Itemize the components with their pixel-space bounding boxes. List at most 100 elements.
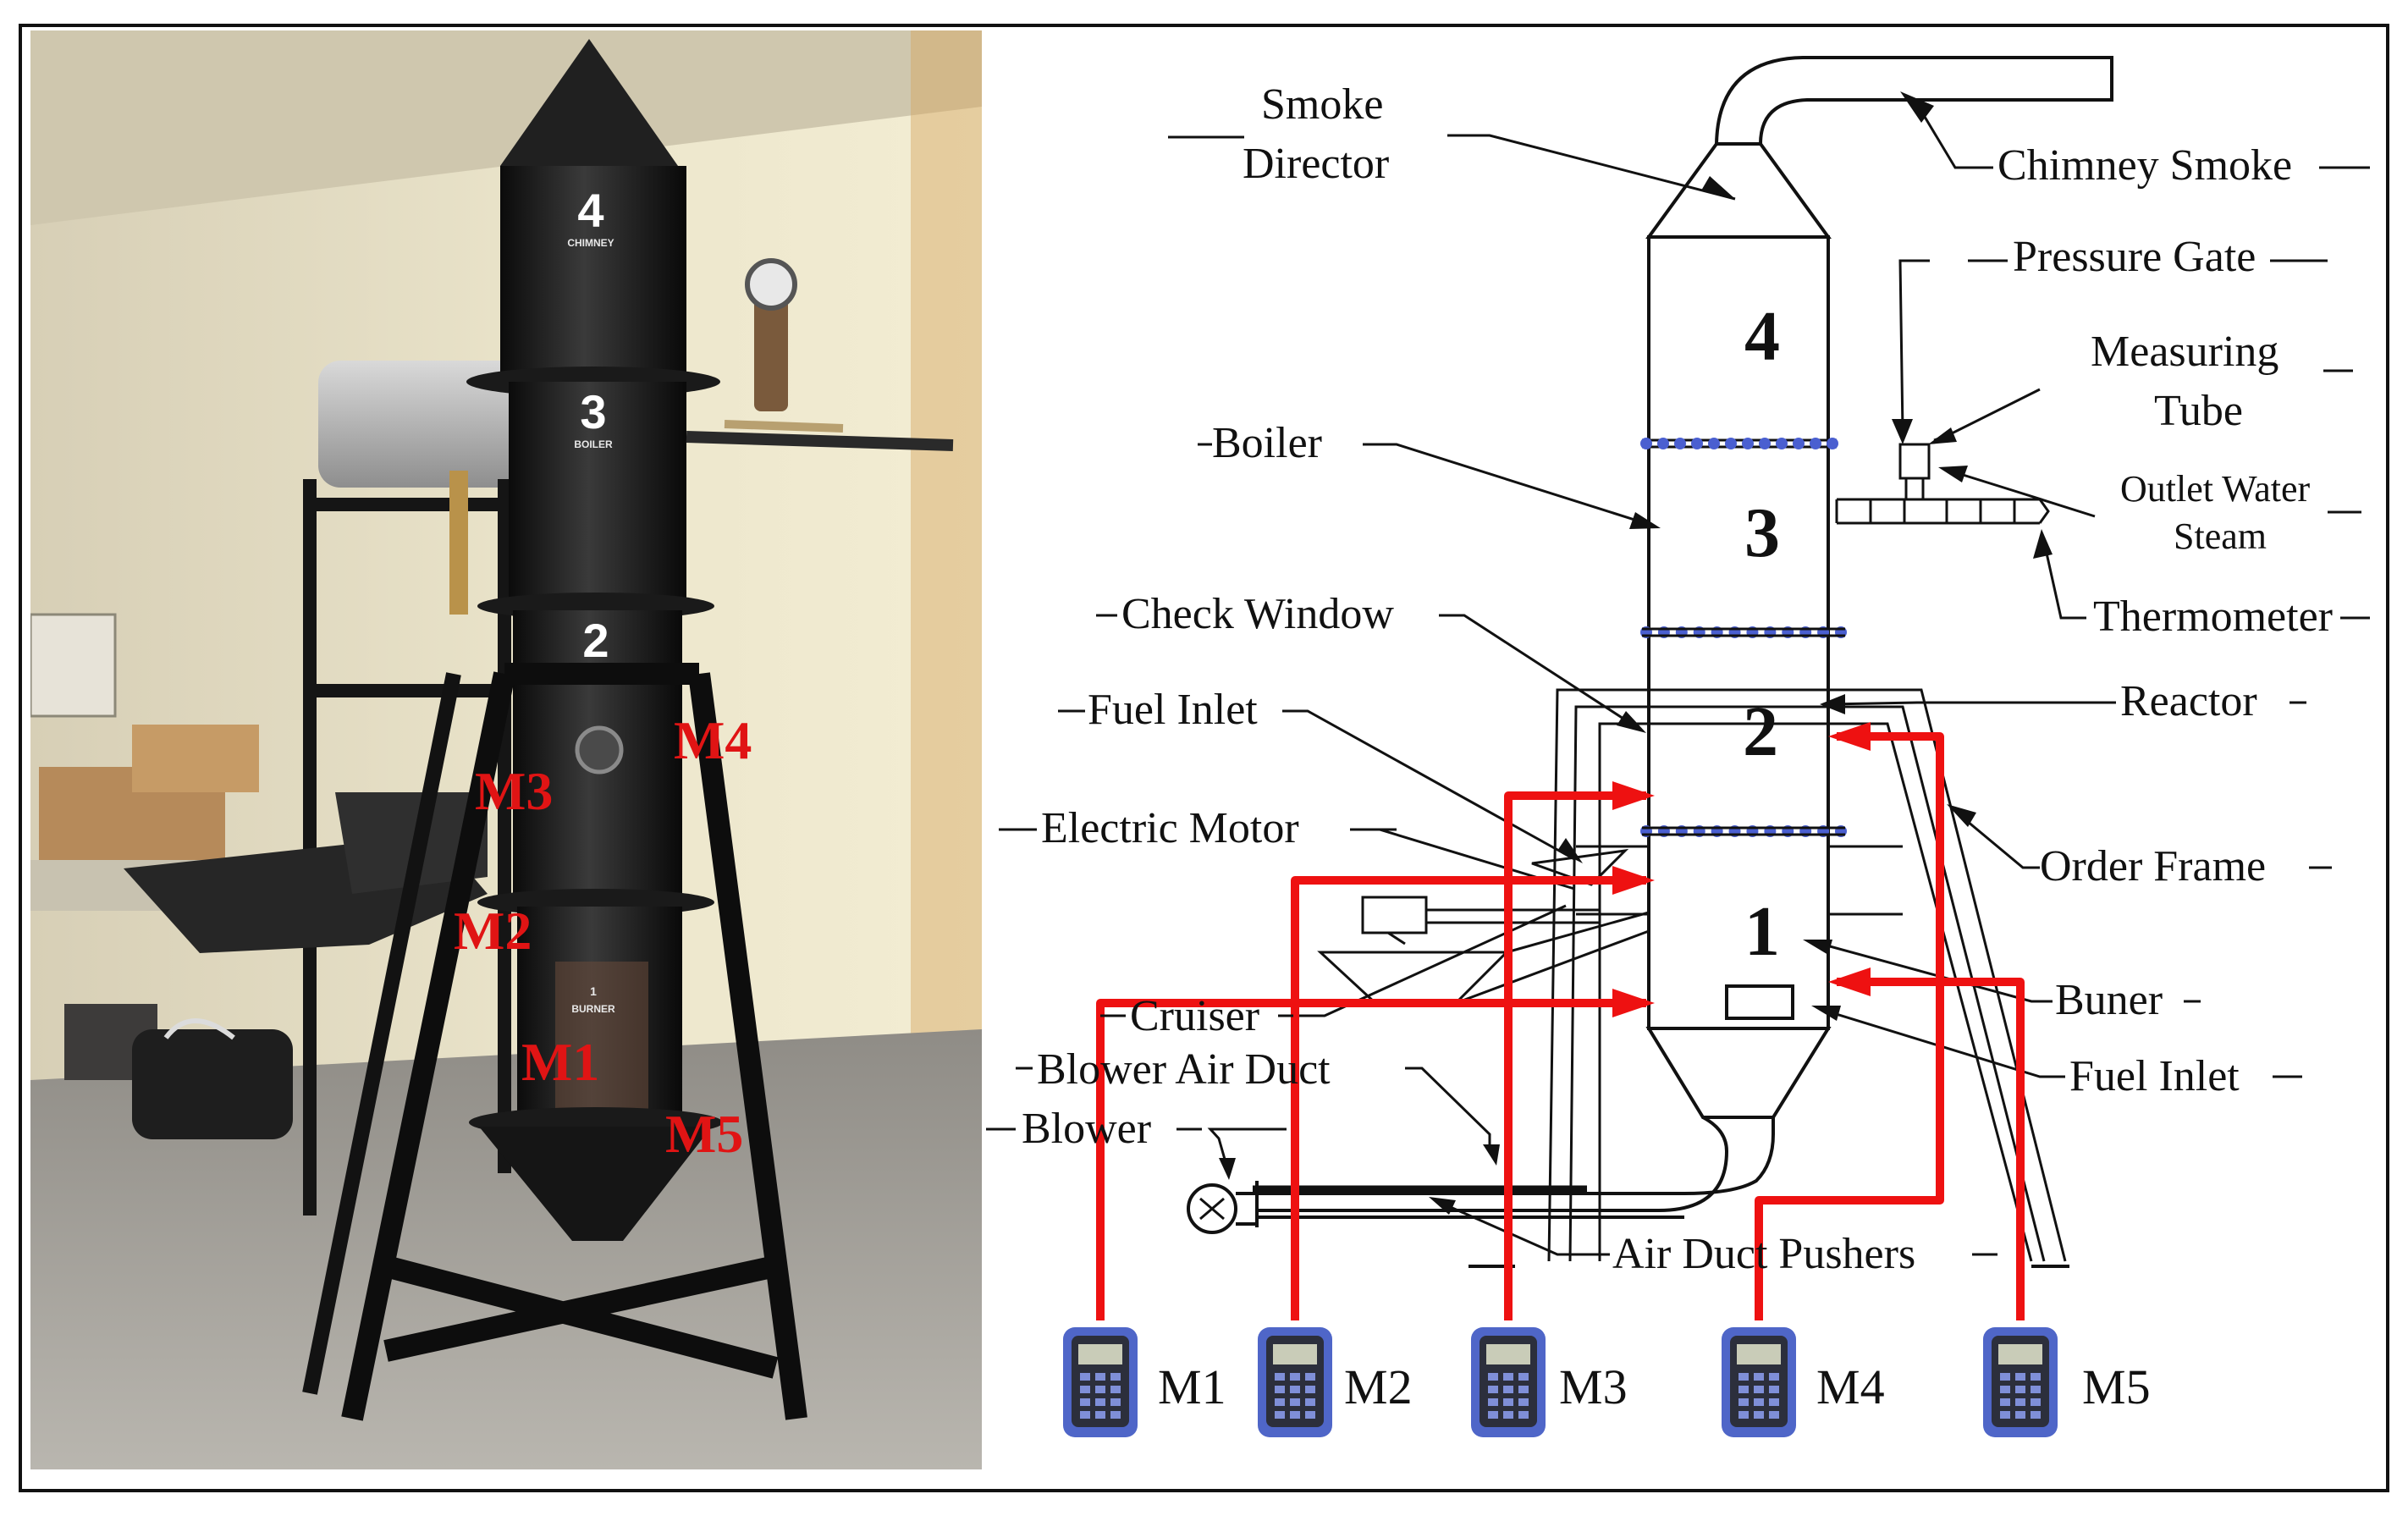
photo-frame-leg (302, 672, 461, 1395)
label-fuel-inlet-top: Fuel Inlet (1088, 686, 1258, 734)
photo-box (132, 725, 259, 792)
photo-ceiling (30, 30, 982, 225)
label-thermometer: Thermometer (2093, 593, 2333, 641)
label-measuring-tube-2: Tube (2154, 387, 2243, 435)
blower-icon (1187, 1183, 1237, 1234)
flange-bolt (1827, 438, 1838, 449)
section-3-number: 3 (1744, 493, 1780, 572)
return-duct (1257, 1116, 1775, 1212)
label-reactor: Reactor (2120, 677, 2257, 725)
photo-water-tank (318, 361, 521, 488)
gasifier-photo: 4 CHIMNEY 3 BOILER 2 REACTOR 1 BURNER M1… (30, 30, 982, 1469)
photo-section-3 (509, 382, 686, 602)
flange-bolt (1708, 438, 1720, 449)
meter-m1-label: M1 (1158, 1359, 1226, 1414)
label-buner: Buner (2055, 976, 2163, 1024)
label-measuring-tube-1: Measuring (2091, 328, 2279, 376)
photo-section-4-number: 4 (577, 184, 603, 237)
photo-section-3-caption: BOILER (574, 438, 613, 450)
flange-bolt (1759, 438, 1771, 449)
photo-section-3-number: 3 (580, 385, 606, 438)
photo-label-m4: M4 (674, 710, 752, 770)
label-blower: Blower (1022, 1105, 1151, 1153)
photo-label-m2: M2 (454, 901, 532, 961)
flange-bolt (1810, 438, 1821, 449)
flange-3-2 (1642, 627, 1845, 637)
outlet-water-pipe (1835, 478, 2050, 525)
photo-cabinet (30, 613, 117, 718)
flange-bolt (1725, 438, 1737, 449)
label-chimney-smoke: Chimney Smoke (1997, 141, 2292, 190)
meter-m4-label: M4 (1816, 1359, 1885, 1414)
photo-bottom-cone (479, 1127, 712, 1241)
photo-valve (724, 420, 844, 433)
photo-outlet-pipe (686, 431, 954, 451)
cruiser-feed (1455, 911, 1650, 1005)
meter-m4-icon (1722, 1327, 1796, 1437)
meters (1063, 1327, 2058, 1437)
photo-section-1-caption: BURNER (571, 1003, 615, 1015)
section-4-number: 4 (1744, 297, 1780, 376)
label-electric-motor: Electric Motor (1041, 804, 1299, 852)
meter-m3-label: M3 (1559, 1359, 1628, 1414)
meter-m5-label: M5 (2082, 1359, 2151, 1414)
flange-bolt (1793, 438, 1805, 449)
photo-fuel-inlet (335, 792, 488, 894)
flange-bolt (1674, 438, 1686, 449)
photo-side-valve (449, 471, 468, 615)
order-frame (1547, 688, 2067, 1262)
label-dashes (986, 134, 2370, 1256)
sensor-lines (1096, 722, 2025, 1320)
burner-fuel-inlet-box (1725, 984, 1794, 1020)
frame-crossbars (1576, 845, 1903, 916)
electric-motor-box (1361, 896, 1428, 934)
label-smoke-director-1: Smoke (1261, 80, 1383, 129)
meter-m5-icon (1983, 1327, 2058, 1437)
photo-pressure-gauge-icon (745, 258, 797, 311)
label-outlet-water-2: Steam (2174, 515, 2267, 557)
flange-bolt (1691, 438, 1703, 449)
photo-section-1-number: 1 (590, 984, 597, 998)
label-boiler: Boiler (1212, 419, 1322, 467)
photo-cable (163, 1018, 235, 1040)
photo-section-4-caption: CHIMNEY (567, 237, 614, 249)
flange-bolts (1640, 438, 1847, 837)
photo-label-m3: M3 (475, 761, 553, 821)
meter-m2-icon (1258, 1327, 1332, 1437)
photo-label-m5: M5 (665, 1104, 743, 1164)
label-smoke-director-2: Director (1243, 140, 1389, 188)
meter-m2-label: M2 (1344, 1359, 1413, 1414)
photo-order-frame (341, 663, 807, 1421)
flange-bolt (1657, 438, 1669, 449)
meter-m3-icon (1471, 1327, 1546, 1437)
motor-shaft (1387, 908, 1600, 945)
flange-2-1 (1642, 826, 1845, 836)
label-blower-air-duct: Blower Air Duct (1037, 1045, 1331, 1094)
label-check-window: Check Window (1121, 590, 1394, 638)
label-order-frame: Order Frame (2040, 842, 2266, 890)
flange-bolt (1640, 438, 1652, 449)
label-pressure-gate: Pressure Gate (2013, 233, 2256, 281)
pressure-gate-box (1898, 443, 1931, 480)
photo-section-4 (500, 166, 686, 378)
label-cruiser: Cruiser (1130, 992, 1259, 1040)
photo-label-m1: M1 (521, 1032, 599, 1092)
photo-cone-top (500, 39, 678, 166)
photo-check-window (575, 725, 624, 775)
bottom-cone (1645, 1027, 1832, 1119)
flange-bolt (1776, 438, 1788, 449)
meter-m1-icon (1063, 1327, 1138, 1437)
smoke-director-cone (1645, 142, 1832, 239)
chimney-pipe (1715, 56, 2113, 145)
label-air-duct-pushers: Air Duct Pushers (1612, 1230, 1915, 1278)
flange-4-3 (1642, 438, 1837, 449)
photo-section-2-number: 2 (582, 614, 609, 667)
label-outlet-water-1: Outlet Water (2120, 468, 2310, 510)
section-2-number: 2 (1743, 692, 1778, 771)
label-fuel-inlet-bottom: Fuel Inlet (2069, 1052, 2240, 1100)
section-1-number: 1 (1744, 892, 1780, 971)
photo-burner-rust (555, 962, 648, 1114)
photo-tank-stand (303, 479, 511, 1216)
flange-bolt (1742, 438, 1754, 449)
